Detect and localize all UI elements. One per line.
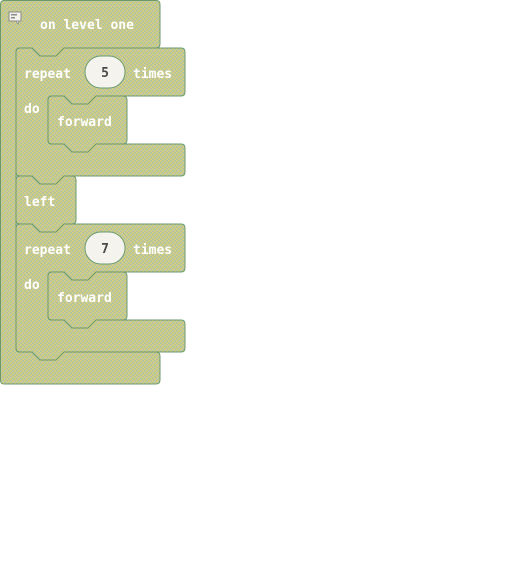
do-label: do: [24, 278, 40, 293]
times-label: times: [133, 243, 172, 258]
left-label: left: [24, 195, 55, 210]
comment-icon[interactable]: [8, 11, 22, 25]
forward-block-2[interactable]: forward: [47, 271, 128, 329]
forward-block-1[interactable]: forward: [47, 95, 128, 153]
forward-label: forward: [57, 115, 112, 130]
repeat-count-field[interactable]: 5: [84, 55, 126, 89]
repeat-count-value[interactable]: 5: [101, 66, 109, 81]
repeat-block-2[interactable]: repeat 7 times do: [15, 223, 186, 361]
repeat-count-value[interactable]: 7: [101, 242, 109, 257]
repeat-label: repeat: [24, 243, 71, 258]
do-label: do: [24, 102, 40, 117]
forward-label: forward: [57, 291, 112, 306]
times-label: times: [133, 67, 172, 82]
repeat-block-1[interactable]: repeat 5 times do: [15, 47, 186, 185]
repeat-count-field[interactable]: 7: [84, 231, 126, 265]
event-label: on level one: [40, 18, 134, 33]
repeat-label: repeat: [24, 67, 71, 82]
left-block[interactable]: left: [15, 175, 77, 233]
